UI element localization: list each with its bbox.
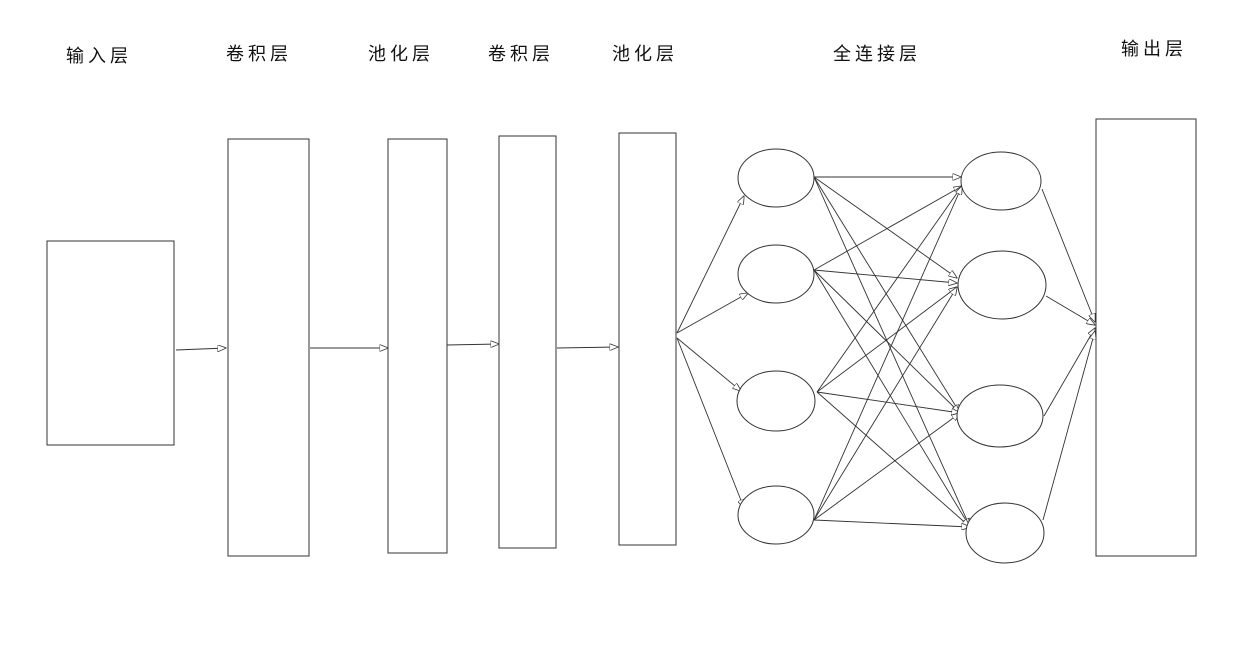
pool1-layer-label: 池化层 — [368, 44, 434, 65]
fc1-node-2 — [737, 244, 815, 304]
arrow-pool2-to-fc1-node4 — [676, 337, 744, 508]
arrow-pool2-to-fc1-node1 — [676, 196, 744, 334]
fc-edge — [816, 391, 970, 527]
conv2-layer-label: 卷积层 — [488, 44, 554, 65]
fc-edge — [816, 186, 962, 393]
fc-edge — [813, 269, 960, 413]
conv1-layer-label: 卷积层 — [226, 44, 292, 65]
arrow-input-to-conv1 — [175, 348, 226, 350]
fc-edge — [813, 269, 957, 283]
fc1-node-4 — [737, 485, 815, 545]
arrow-fc2-node2-to-output — [1045, 295, 1095, 325]
arrow-fc2-node3-to-output — [1043, 328, 1095, 417]
fc2-node-3 — [956, 384, 1044, 448]
arrow-pool1-to-conv2 — [446, 344, 499, 345]
arrow-fc2-node1-to-output — [1041, 188, 1095, 322]
pool2-layer-label: 池化层 — [612, 44, 678, 65]
conv1-layer-box — [227, 138, 310, 557]
output-layer-box — [1095, 118, 1197, 557]
fc-edge — [813, 519, 970, 527]
fc-edge — [813, 287, 957, 521]
fc-edge — [813, 176, 970, 527]
fc1-node-1 — [737, 148, 815, 208]
arrow-pool2-to-fc1-node2 — [676, 293, 748, 334]
fc-connections — [813, 176, 970, 527]
fc1-node-3 — [736, 370, 816, 432]
arrow-pool2-to-fc1-node3 — [676, 337, 741, 391]
fc-edge — [813, 269, 970, 527]
input-layer-label: 输入层 — [66, 46, 132, 67]
pool2-layer-box — [618, 132, 677, 546]
fc2-node-2 — [957, 250, 1047, 320]
fc2-node-4 — [965, 502, 1045, 564]
arrow-fc2-node4-to-output — [1042, 331, 1095, 521]
arrow-conv2-to-pool2 — [556, 347, 618, 348]
fc-edge — [813, 186, 962, 521]
fc-layer-label: 全连接层 — [833, 44, 921, 65]
fc-edge — [813, 413, 960, 521]
output-layer-label: 输出层 — [1121, 39, 1187, 60]
fc-edge — [813, 176, 960, 413]
fc-edge — [816, 287, 957, 393]
input-layer-box — [46, 240, 175, 446]
fc-edge — [813, 186, 962, 271]
conv2-layer-box — [498, 135, 557, 549]
fc-edge — [816, 391, 960, 413]
fc2-node-1 — [960, 151, 1042, 211]
pool1-layer-box — [387, 138, 448, 554]
fc-edge — [813, 176, 957, 278]
